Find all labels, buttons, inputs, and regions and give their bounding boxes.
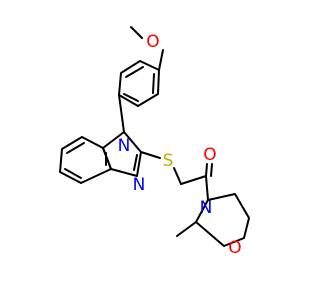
benzimidazole-benzene-ring [59, 136, 112, 184]
morpholine-nitrogen-label: N [200, 198, 213, 218]
sulfur-methylene-bond [173, 167, 182, 185]
upper-phenyl-double-bond-1 [125, 66, 144, 78]
carbonyl-double-bond-a [205, 163, 208, 177]
benzimidazole-n1-label: N [118, 136, 131, 156]
atom-labels: O N N S O N O [118, 32, 242, 258]
molecule-structure: O N N S O N O [59, 26, 250, 258]
upper-phenyl-double-bond-3 [152, 73, 155, 94]
imidazole-double-bond [133, 154, 138, 171]
benzimidazole-n3-label: N [133, 175, 146, 195]
morpholine-oxygen-label: O [228, 238, 241, 258]
phenyl-n1-bond [118, 94, 125, 133]
carbonyl-double-bond-b [210, 163, 213, 177]
upper-phenyl-double-bond-2 [123, 93, 139, 102]
benzimidazole-double-bond-2 [64, 168, 82, 179]
molecule-canvas: O N N S O N O [59, 26, 250, 258]
morpholine-methyl-bond [176, 221, 197, 237]
benzimidazole-double-bond-1 [66, 142, 85, 154]
imidazole-ring [102, 131, 142, 177]
methoxy-bond [130, 26, 143, 39]
methoxy-oxygen-label: O [146, 32, 159, 52]
c2-sulfur-bond [140, 151, 161, 159]
bond-lines [59, 26, 250, 247]
methylene-carbonyl-bond [180, 175, 207, 185]
methoxy-oxygen-phenyl-bond [158, 49, 164, 71]
carbonyl-nitrogen-bond [205, 175, 209, 201]
thioether-sulfur-label: S [163, 151, 174, 171]
carbonyl-oxygen-label: O [203, 145, 216, 165]
